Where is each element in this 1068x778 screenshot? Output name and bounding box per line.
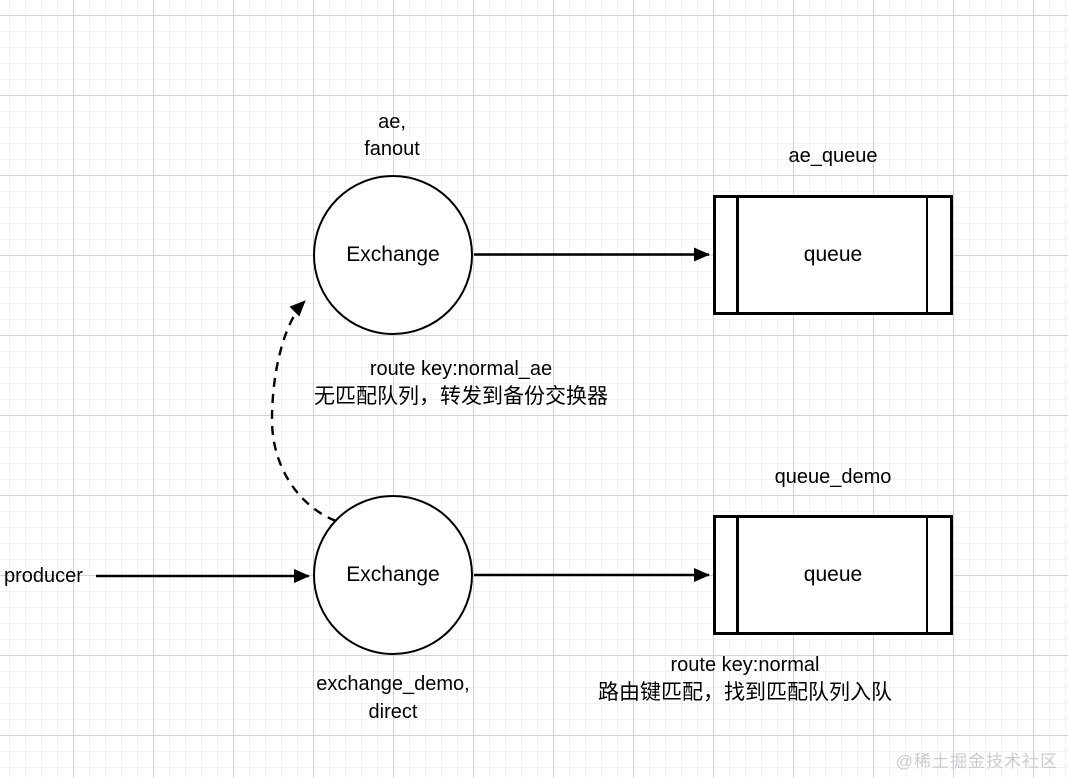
ae-route-note-line1: route key:normal_ae <box>369 358 553 380</box>
alternate-exchange-dashed-arrow <box>270 300 337 523</box>
bottom-exchange-label: Exchange <box>346 563 440 586</box>
bottom-exchange-node: Exchange <box>313 495 473 655</box>
normal-route-note: route key:normal 路由键匹配，找到匹配队列入队 <box>598 651 892 707</box>
top-exchange-caption: ae, fanout <box>364 109 420 163</box>
top-exchange-caption-line2: fanout <box>364 138 420 160</box>
ae-route-note-line2: 无匹配队列，转发到备份交换器 <box>314 385 608 408</box>
watermark-text: @稀土掘金技术社区 <box>895 752 1058 771</box>
bottom-exchange-caption: exchange_demo, direct <box>316 670 469 726</box>
top-exchange-label: Exchange <box>346 243 440 266</box>
ae-queue-node: queue <box>713 195 953 315</box>
queue-left-divider <box>736 518 739 632</box>
normal-route-note-line2: 路由键匹配，找到匹配队列入队 <box>598 681 892 704</box>
ae-queue-label: queue <box>803 243 863 266</box>
ae-queue-title: ae_queue <box>788 145 878 167</box>
producer-label: producer <box>4 565 83 587</box>
normal-route-note-line1: route key:normal <box>670 654 820 676</box>
bottom-exchange-caption-line2: direct <box>368 701 418 723</box>
queue-right-divider <box>925 518 928 632</box>
top-exchange-caption-line1: ae, <box>378 111 406 133</box>
queue-demo-title: queue_demo <box>774 466 892 488</box>
top-exchange-node: Exchange <box>313 175 473 335</box>
queue-demo-label: queue <box>803 563 863 586</box>
queue-right-divider <box>925 198 928 312</box>
queue-demo-node: queue <box>713 515 953 635</box>
bottom-exchange-caption-line1: exchange_demo, <box>316 673 470 695</box>
queue-left-divider <box>736 198 739 312</box>
ae-route-note: route key:normal_ae 无匹配队列，转发到备份交换器 <box>314 355 608 411</box>
